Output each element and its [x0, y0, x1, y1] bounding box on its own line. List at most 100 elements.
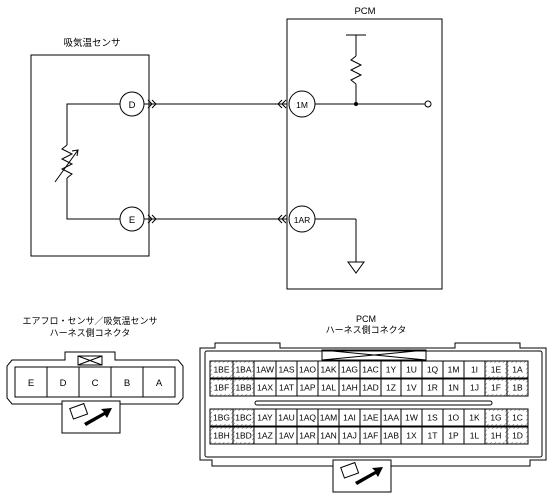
output-terminal-icon — [424, 100, 432, 108]
svg-text:C: C — [92, 378, 99, 389]
connector-pin: 1AQ — [296, 408, 319, 427]
svg-text:1L: 1L — [470, 431, 480, 441]
svg-text:1BH: 1BH — [213, 431, 230, 441]
wire-signal — [144, 99, 287, 109]
ground-symbol-icon — [347, 261, 365, 274]
svg-text:1P: 1P — [448, 431, 459, 441]
connector-pin: 1C — [506, 408, 529, 427]
svg-text:1M: 1M — [448, 365, 460, 375]
connector-pin: 1R — [421, 378, 444, 397]
svg-text:1AK: 1AK — [320, 365, 336, 375]
svg-text:1AD: 1AD — [362, 383, 379, 393]
connector-pin: 1N — [442, 378, 465, 397]
svg-text:1AT: 1AT — [279, 383, 294, 393]
connector-pin: 1AZ — [253, 426, 277, 445]
sensor-terminal-d: D — [119, 91, 145, 117]
svg-text:1R: 1R — [427, 383, 438, 393]
svg-text:1AH: 1AH — [341, 383, 358, 393]
svg-text:1AU: 1AU — [278, 413, 295, 423]
connector-pin: E — [14, 366, 48, 398]
connector-pin: 1BG — [209, 408, 234, 427]
svg-text:1Y: 1Y — [386, 365, 397, 375]
connector-pin: D — [46, 366, 80, 398]
connector-pin: 1BH — [209, 426, 234, 445]
connector-pin: 1BC — [232, 408, 255, 427]
svg-text:1E: 1E — [491, 365, 502, 375]
svg-text:1W: 1W — [405, 413, 418, 423]
svg-text:D: D — [60, 378, 67, 389]
connector-pin: 1X — [400, 426, 423, 445]
connector-pin: 1Q — [421, 360, 444, 379]
connector-pin: 1AW — [253, 360, 277, 379]
connector-pin: 1I — [463, 360, 486, 379]
svg-text:1X: 1X — [406, 431, 417, 441]
sensor-terminal-e: E — [119, 206, 145, 232]
connector-pin: 1AN — [317, 426, 340, 445]
svg-text:1AA: 1AA — [383, 413, 399, 423]
connector-pin: 1L — [463, 426, 486, 445]
wire-ground — [144, 214, 287, 224]
connector-pin: 1BD — [232, 426, 255, 445]
connector-pin: 1AB — [380, 426, 402, 445]
connector-pin: 1M — [442, 360, 465, 379]
svg-text:1V: 1V — [406, 383, 417, 393]
connector-pin: 1AK — [317, 360, 340, 379]
connector-pin: 1AC — [359, 360, 382, 379]
svg-text:D: D — [129, 100, 136, 111]
plug-icon — [332, 459, 392, 493]
connector-pin: 1O — [442, 408, 465, 427]
connector-pin: 1J — [463, 378, 486, 397]
plug-icon — [61, 400, 121, 434]
pcm-connector-label-2: ハーネス側コネクタ — [326, 324, 407, 335]
svg-text:1AW: 1AW — [256, 365, 274, 375]
svg-text:1AR: 1AR — [294, 215, 311, 225]
svg-text:1AJ: 1AJ — [342, 431, 357, 441]
pcm-title: PCM — [354, 6, 375, 17]
svg-text:1AE: 1AE — [362, 413, 378, 423]
svg-text:1AY: 1AY — [257, 413, 273, 423]
svg-text:1J: 1J — [470, 383, 479, 393]
svg-text:1AX: 1AX — [257, 383, 273, 393]
connector-pin: A — [142, 366, 176, 398]
svg-text:1AL: 1AL — [321, 383, 336, 393]
connector-pin: 1BB — [232, 378, 255, 397]
connector-pin: 1AA — [380, 408, 402, 427]
connector-pin: 1AS — [275, 360, 298, 379]
connector-pin: 1D — [506, 426, 529, 445]
connector-pin: 1AH — [338, 378, 361, 397]
connector-pin: 1B — [506, 378, 529, 397]
connector-pin: 1AO — [296, 360, 319, 379]
connector-pin: 1AE — [359, 408, 382, 427]
svg-text:1AN: 1AN — [320, 431, 337, 441]
svg-text:1AC: 1AC — [362, 365, 379, 375]
svg-text:1M: 1M — [296, 100, 308, 110]
svg-text:1AP: 1AP — [299, 383, 315, 393]
pcm-connector-label-1: PCM — [356, 314, 376, 324]
connector-pin: 1AU — [275, 408, 298, 427]
connector-pin: 1AY — [253, 408, 277, 427]
connector-pin: 1K — [463, 408, 486, 427]
svg-text:1N: 1N — [448, 383, 459, 393]
connector-pin: 1AI — [338, 408, 361, 427]
connector-pin: 1V — [400, 378, 423, 397]
connector-pin: 1T — [421, 426, 444, 445]
svg-text:1BC: 1BC — [235, 413, 252, 423]
connector-pin: B — [110, 366, 144, 398]
svg-text:B: B — [124, 378, 130, 389]
connector-pin: 1AR — [296, 426, 319, 445]
connector-pin: 1E — [484, 360, 508, 379]
svg-text:1Z: 1Z — [386, 383, 396, 393]
svg-text:1BD: 1BD — [235, 431, 252, 441]
svg-text:1BA: 1BA — [235, 365, 251, 375]
connector-pin: 1Z — [380, 378, 402, 397]
pullup-resistor-icon — [349, 55, 363, 85]
connector-pin: 1P — [442, 426, 465, 445]
sensor-box — [30, 54, 150, 257]
svg-text:1AO: 1AO — [299, 365, 316, 375]
sensor-title: 吸気温センサ — [63, 37, 120, 49]
connector-pin: 1AL — [317, 378, 340, 397]
connector-pin: 1AG — [338, 360, 361, 379]
svg-text:1A: 1A — [512, 365, 523, 375]
